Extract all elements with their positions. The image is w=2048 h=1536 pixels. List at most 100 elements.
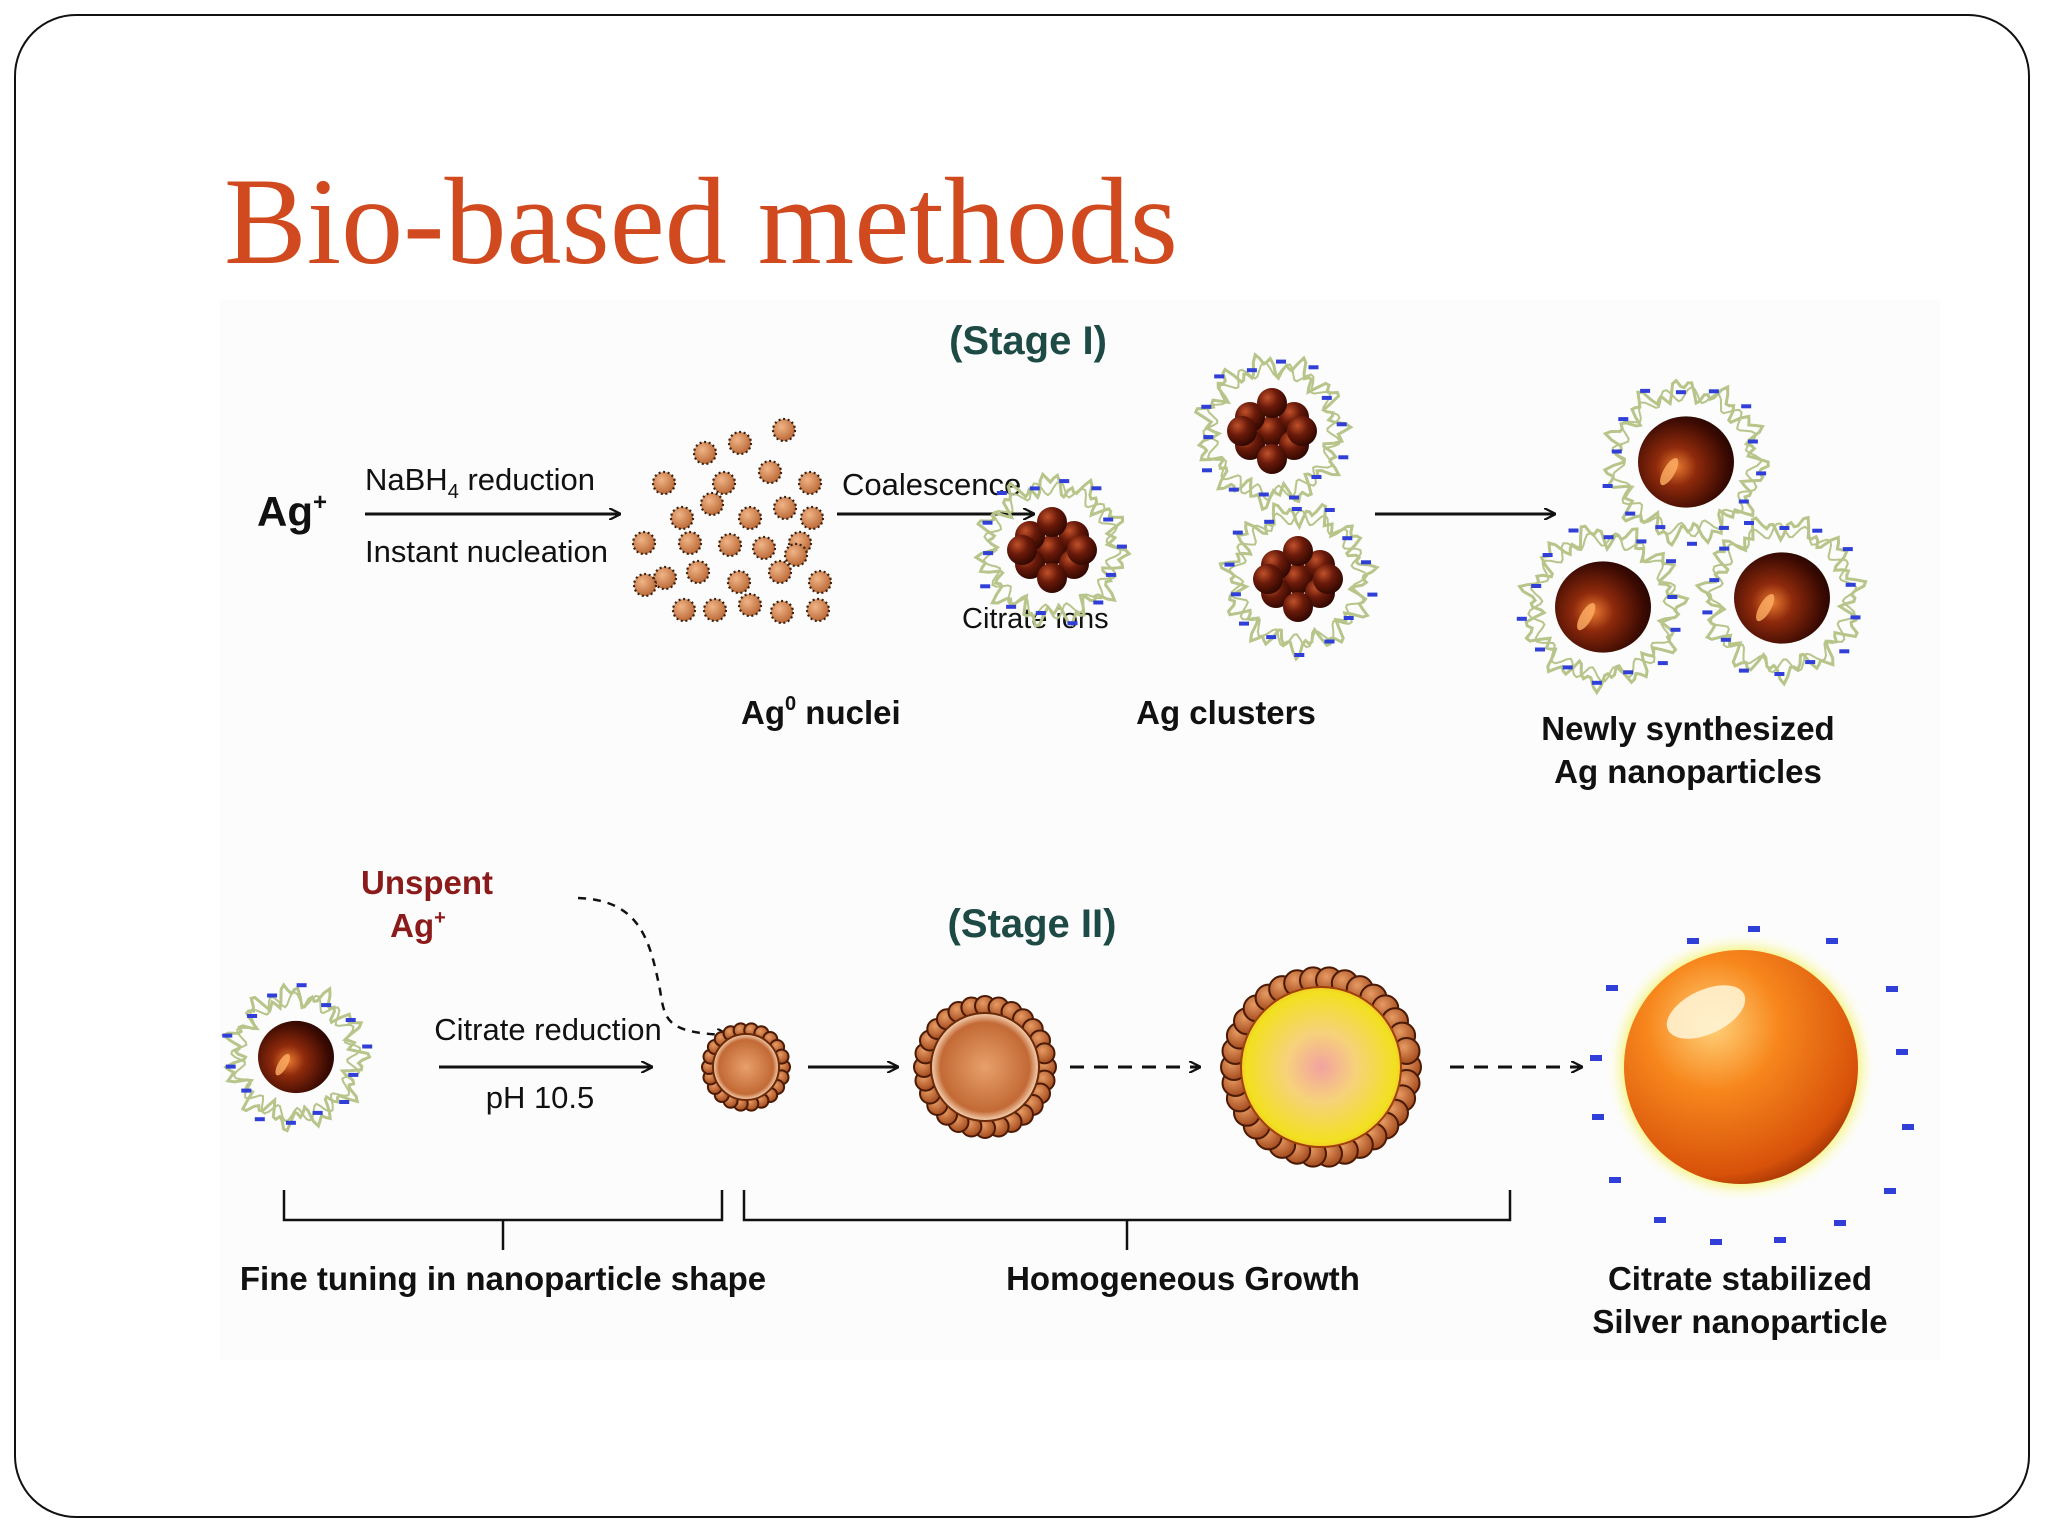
cluster-top-citrate-9	[1321, 395, 1332, 400]
np-stage2-highlight	[275, 1053, 290, 1076]
cluster-top-citrate-0	[1258, 492, 1269, 497]
np-left-citrate-4	[1542, 553, 1553, 557]
cluster-left-atom-8	[1067, 535, 1097, 565]
cluster-bottom-citrate-0	[1230, 592, 1241, 597]
np-left-citrate-3	[1531, 584, 1542, 588]
product-label-line1: Newly synthesized	[1541, 710, 1834, 747]
ag0-nucleus-17	[652, 565, 678, 591]
np-right-citrate-4	[1812, 528, 1823, 533]
cluster-bottom-atom-8	[1313, 564, 1343, 594]
cluster-left-citrate-9	[1029, 486, 1040, 491]
np-stage2-citrate-11	[362, 1044, 373, 1049]
final-core	[1624, 950, 1858, 1184]
ag0-nucleus-10	[772, 495, 798, 521]
np-left-citrate-11	[1657, 661, 1668, 666]
np-stage2	[220, 982, 373, 1133]
np-top	[1602, 378, 1770, 548]
ag0-nucleus-6	[757, 459, 783, 485]
cluster-left	[973, 471, 1132, 628]
final-citrate-3	[1886, 986, 1898, 992]
np-top-citrate-10	[1708, 389, 1719, 394]
cluster-bottom-citrate-2	[1232, 530, 1243, 535]
cluster-top-atom-6	[1257, 444, 1287, 474]
cluster-left-citrate-4	[1006, 604, 1017, 609]
cluster-top-citrate-12	[1311, 475, 1322, 479]
cluster-left-citrate-3	[1035, 611, 1046, 615]
np-stage2-citrate-9	[321, 1003, 332, 1008]
final-highlight	[1666, 985, 1746, 1039]
newly-synthesized-nanoparticles	[1516, 378, 1868, 696]
np-left-citrate-0	[1562, 665, 1573, 670]
np-top-highlight	[1660, 457, 1679, 486]
ag0-nucleus-3	[797, 470, 823, 496]
cluster-left-citrate-10	[1059, 479, 1070, 484]
np-top-citrate-2	[1687, 541, 1697, 546]
ag0-nucleus-12	[631, 530, 657, 556]
fine-tuning-label: Fine tuning in nanoparticle shape	[240, 1260, 766, 1297]
ag0-nucleus-20	[767, 559, 793, 585]
final-citrate-9	[1710, 1239, 1722, 1245]
cluster-left-atom-7	[1007, 535, 1037, 565]
homogeneous-growth-label: Homogeneous Growth	[1006, 1260, 1360, 1297]
np-right-citrate-3	[1779, 526, 1790, 530]
cluster-bottom-citrate-12	[1266, 635, 1277, 640]
np-left-citrate-13	[1591, 680, 1602, 685]
np-top-citrate-9	[1675, 390, 1686, 395]
np-right-citrate-2	[1744, 521, 1754, 525]
unspent-label-line2: Ag+	[390, 907, 446, 944]
cluster-left-citrate-5	[980, 584, 991, 589]
np-top-polymer-inner	[1611, 386, 1762, 538]
cluster-bottom-citrate-3	[1264, 519, 1275, 524]
cluster-top-polymer	[1193, 352, 1354, 512]
np-right-core	[1734, 552, 1830, 644]
np-top-citrate-11	[1741, 404, 1752, 409]
cluster-top-citrate-4	[1201, 404, 1212, 409]
np-left-highlight	[1577, 602, 1596, 631]
cluster-bottom-citrate-5	[1324, 508, 1335, 512]
diagram: (Stage I) Ag+ NaBH4 reduction Instant nu…	[220, 300, 1940, 1360]
ag-clusters	[973, 352, 1380, 662]
cluster-bottom-citrate-8	[1367, 592, 1378, 597]
final-citrate-11	[1609, 1177, 1621, 1183]
growing-particle-1	[913, 995, 1057, 1139]
cluster-top-polymer-inner	[1202, 361, 1342, 502]
ag0-nucleus-4	[651, 470, 677, 496]
np-right-citrate-0	[1709, 578, 1720, 583]
bracket-fine-tuning	[282, 1190, 724, 1250]
clusters-label: Ag clusters	[1136, 694, 1316, 731]
cluster-bottom-citrate-1	[1224, 562, 1235, 567]
np-top-citrate-6	[1611, 449, 1622, 454]
cluster-top	[1193, 352, 1354, 512]
np-right	[1694, 515, 1868, 687]
cluster-left-atom-5	[1037, 507, 1067, 537]
cluster-top-citrate-2	[1202, 468, 1212, 473]
np-right-citrate-7	[1850, 615, 1861, 620]
np-top-citrate-8	[1640, 388, 1651, 393]
cluster-top-citrate-5	[1214, 374, 1225, 379]
ag0-nucleus-9	[737, 505, 763, 531]
final-citrate-4	[1896, 1049, 1908, 1055]
ag0-nucleus-5	[711, 470, 737, 496]
np-stage2-citrate-10	[345, 1018, 356, 1022]
citrate-reduction-label: Citrate reduction	[434, 1012, 661, 1047]
final-citrate-2	[1826, 938, 1838, 944]
cluster-bottom-atom-5	[1283, 536, 1313, 566]
np-left-citrate-1	[1535, 647, 1545, 652]
np-stage2-citrate-6	[247, 1014, 258, 1018]
cluster-bottom-atom-0	[1283, 564, 1313, 594]
final-label-line1: Citrate stabilized	[1608, 1260, 1872, 1297]
cluster-bottom-citrate-6	[1342, 536, 1353, 541]
ag0-nucleus-13	[677, 530, 703, 556]
ag0-nucleus-19	[726, 569, 752, 595]
np-stage2-core	[258, 1020, 334, 1094]
step1-label-nucleation: Instant nucleation	[365, 534, 608, 569]
nuclei-label: Ag0 nuclei	[741, 693, 901, 731]
cluster-bottom	[1218, 501, 1380, 662]
ag0-nucleus-7	[669, 505, 695, 531]
ph-label: pH 10.5	[486, 1080, 595, 1115]
final-citrate-14	[1606, 985, 1618, 991]
ag0-nucleus-23	[671, 597, 697, 623]
step1-label-reduction: NaBH4 reduction	[365, 462, 595, 503]
cluster-bottom-citrate-11	[1294, 653, 1305, 657]
final-citrate-12	[1592, 1114, 1604, 1120]
